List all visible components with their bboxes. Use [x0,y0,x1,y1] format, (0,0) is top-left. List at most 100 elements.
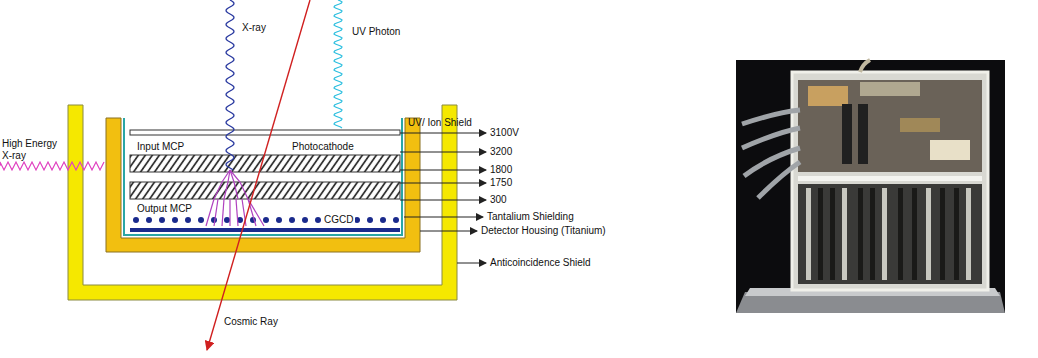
part-label: CGCD [322,214,355,226]
anode-base [130,228,400,232]
hardware-photo [860,60,870,72]
cgcd-anode [380,217,386,223]
cgcd-anode [146,217,152,223]
hardware-photo [940,188,945,280]
voltage-label: 300 [490,194,507,206]
cgcd-anode [263,217,269,223]
ray-label: Cosmic Ray [224,316,278,328]
xray-wave [226,0,234,170]
leader-line [457,263,486,264]
hardware-photo [926,188,931,280]
cgcd-anode [289,217,295,223]
hardware-photo [758,162,800,198]
mcp-plate [130,155,400,172]
ray-label: X-ray [242,22,266,34]
cgcd-anode [133,217,139,223]
hardware-photo [842,104,852,164]
hardware-photo [736,60,1005,313]
hardware-photo [806,188,811,280]
voltage-label: 1750 [490,177,512,189]
cgcd-anode [172,217,178,223]
hardware-photo [742,110,800,124]
hardware-photo [870,188,875,280]
cgcd-anode [185,217,191,223]
hardware-photo [858,104,868,164]
electron-cascade [230,170,248,199]
electron-cascade [248,199,256,226]
voltage-label: 3200 [490,146,512,158]
part-label: Detector Housing (Titanium) [481,225,606,237]
uv-wave [334,0,342,128]
cgcd-anode [302,217,308,223]
hardware-photo [860,82,920,96]
hardware-photo [966,188,971,280]
hardware-photo [798,184,982,284]
electron-cascade [236,199,238,226]
uv-wave [334,0,342,128]
anticoincidence-shield [68,105,457,300]
hardware-photo [798,176,982,181]
detector-housing [106,118,420,252]
mcp-plate [130,182,400,199]
electron-cascade [222,199,224,226]
hardware-photo [912,188,917,280]
tantalum-shielding [124,118,402,235]
uv-ion-shield [130,130,400,135]
ray-label: High Energy X-ray [2,138,66,162]
anticoincidence-shield [68,105,457,300]
part-label: UV/ Ion Shield [408,117,472,129]
part-label: Input MCP [137,141,184,153]
hardware-photo [882,188,887,280]
xray-wave [226,0,234,170]
hardware-photo [806,188,971,280]
cgcd-anode [393,217,399,223]
part-label: Photocathode [292,141,354,153]
hardware-photo [818,188,823,280]
cgcd-anode [224,217,230,223]
hardware-photo [954,188,959,280]
cgcd-anode [159,217,165,223]
hardware-photo [858,188,863,280]
electron-cascade [206,170,264,226]
voltage-label: 1800 [490,164,512,176]
hardware-photo [736,60,1005,313]
leader-line [400,152,486,153]
hardware-photo [744,148,800,176]
cgcd-anode [198,217,204,223]
leader-line [404,217,483,218]
leader-line [400,200,486,201]
electron-cascade [214,199,218,226]
hardware-photo [808,86,848,106]
part-label: Tantalium Shielding [487,211,574,223]
cosmic-ray-track [207,0,310,350]
hardware-photo [900,118,940,132]
hardware-photo [830,188,835,280]
tantalum-shielding [124,118,402,235]
cgcd-anode [133,217,399,223]
cgcd-anode [315,217,321,223]
hardware-photo [792,72,988,290]
mcp-plate [130,155,400,199]
uv-ion-shield [130,130,400,135]
hardware-photo [798,80,982,172]
hardware-photo [742,128,800,148]
electron-cascade [229,199,230,226]
high-energy-xray-wave [0,162,104,170]
leader-line [400,133,486,263]
electron-cascade [224,170,230,199]
cgcd-anode [276,217,282,223]
part-label: Output MCP [137,203,192,215]
leader-line [400,170,486,171]
voltage-label: 3100V [490,127,519,139]
hardware-photo [842,188,847,280]
leader-line [400,133,486,134]
part-label: Anticoincidence Shield [490,257,591,269]
cgcd-anode [367,217,373,223]
hardware-photo [930,140,970,160]
high-energy-xray-wave [0,162,104,170]
leader-line [400,183,486,184]
ray-label: UV Photon [352,26,400,38]
hardware-photo [898,188,903,280]
leader-line [420,231,477,232]
